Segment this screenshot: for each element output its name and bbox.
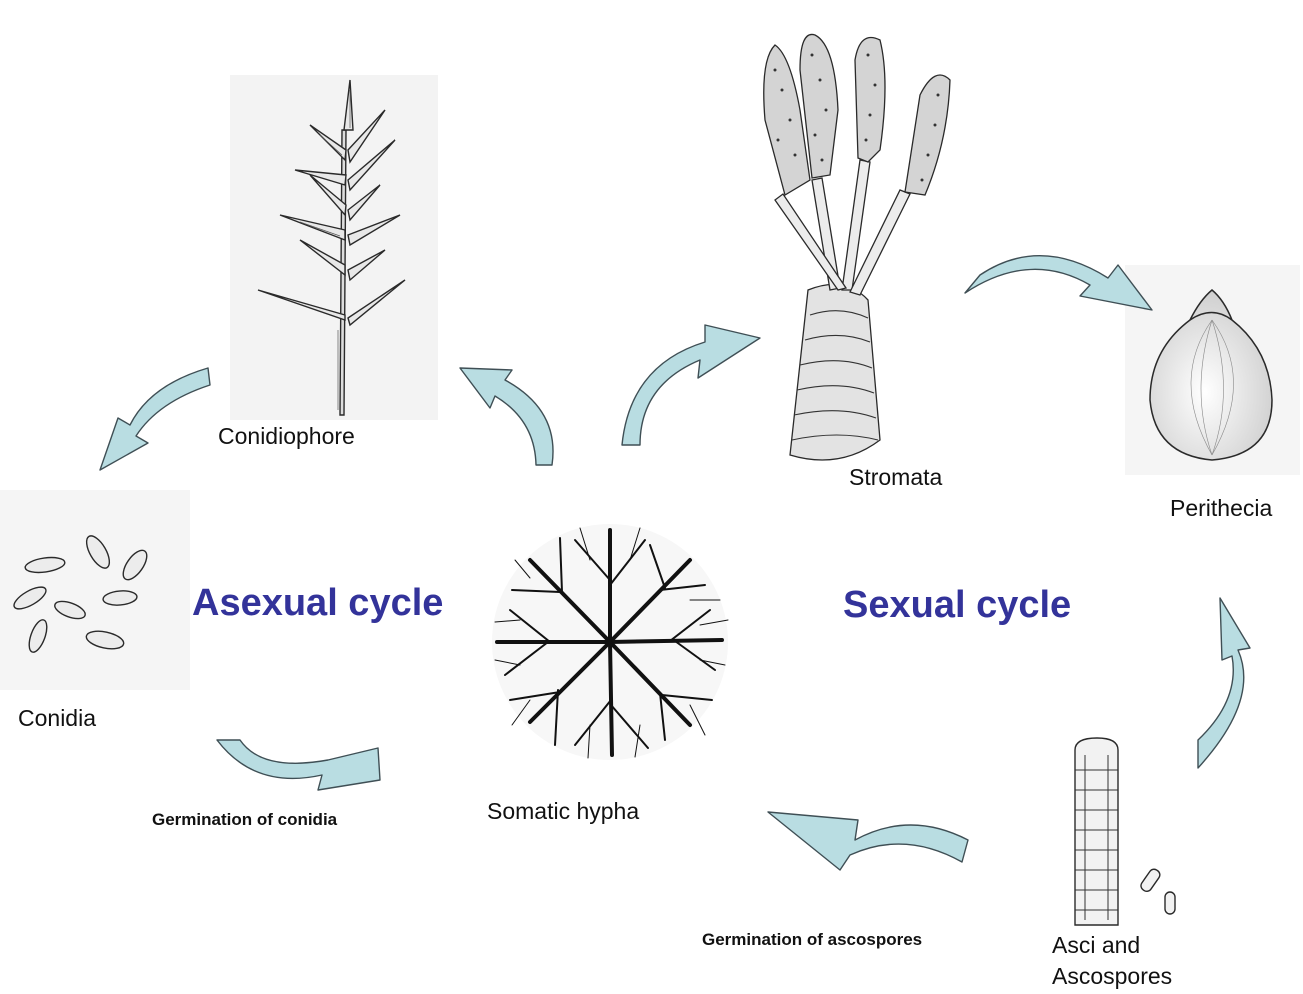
germination-ascospores-label: Germination of ascospores	[702, 930, 922, 950]
sexual-cycle-title: Sexual cycle	[843, 584, 1071, 627]
cycle-arrow-icon	[965, 256, 1152, 310]
asci-label-line1: Asci and	[1052, 932, 1140, 959]
asci-label-line2: Ascospores	[1052, 963, 1172, 990]
germination-conidia-label: Germination of conidia	[152, 810, 337, 830]
stromata-illustration	[764, 34, 950, 460]
somatic-hypha-illustration	[492, 524, 728, 760]
cycle-arrow-icon	[100, 368, 210, 470]
ascus-illustration	[1075, 738, 1175, 925]
somatic-hypha-label: Somatic hypha	[487, 798, 639, 825]
perithecia-label: Perithecia	[1170, 495, 1272, 522]
cycle-arrow-icon	[217, 740, 380, 790]
conidia-label: Conidia	[18, 705, 96, 732]
asexual-cycle-title: Asexual cycle	[192, 582, 443, 625]
cycle-arrow-icon	[622, 325, 760, 445]
perithecium-illustration	[1125, 265, 1300, 475]
conidiophore-illustration	[230, 75, 438, 420]
conidia-illustration	[0, 490, 190, 690]
cycle-arrow-icon	[1198, 598, 1250, 768]
cycle-arrow-icon	[768, 812, 968, 870]
conidiophore-label: Conidiophore	[218, 423, 355, 450]
stromata-label: Stromata	[849, 464, 942, 491]
cycle-arrow-icon	[460, 368, 553, 465]
